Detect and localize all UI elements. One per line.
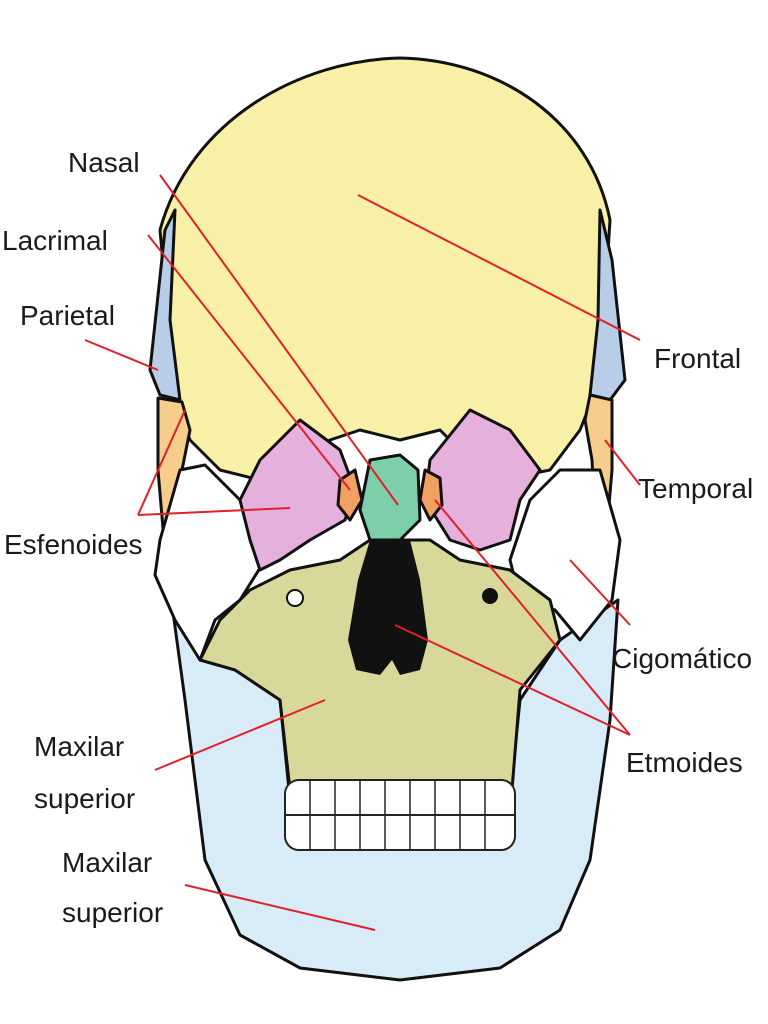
- label-temporal: Temporal: [638, 473, 753, 504]
- nasal-bone: [358, 453, 422, 542]
- leader-parietal: [84, 339, 159, 371]
- sphenoid-orbit-right: [423, 408, 542, 552]
- leader-etmoides-1: [434, 499, 631, 736]
- teeth: [284, 779, 516, 851]
- leader-nasal: [159, 174, 399, 506]
- lacrimal-bone-right: [418, 468, 444, 522]
- label-frontal: Frontal: [654, 343, 741, 374]
- sphenoid-orbit-left: [238, 418, 357, 572]
- leader-etmoides-2: [394, 624, 631, 736]
- leader-maxilar-superior-2: [184, 884, 376, 931]
- leader-esfenoides-1: [137, 409, 186, 516]
- label-cigomatico: Cigomático: [612, 643, 752, 674]
- leader-frontal: [357, 194, 641, 341]
- leader-lacrimal: [147, 234, 351, 491]
- leader-maxilar-superior-1: [154, 699, 326, 771]
- label-maxilar-superior-2-line1: Maxilar: [62, 847, 152, 878]
- infraorbital-foramen-left: [286, 589, 304, 607]
- leader-esfenoides-2: [137, 507, 291, 516]
- label-lacrimal: Lacrimal: [2, 225, 108, 256]
- label-nasal: Nasal: [68, 147, 140, 178]
- label-parietal: Parietal: [20, 300, 115, 331]
- parietal-bone-left: [148, 208, 182, 402]
- nasal-cavity: [348, 540, 428, 675]
- leader-cigomatico: [569, 559, 631, 626]
- infraorbital-foramen-right: [482, 588, 498, 604]
- label-maxilar-superior-2-line2: superior: [62, 897, 163, 928]
- label-maxilar-superior-1-line1: Maxilar: [34, 731, 124, 762]
- label-esfenoides: Esfenoides: [4, 529, 143, 560]
- label-etmoides: Etmoides: [626, 747, 743, 778]
- label-maxilar-superior-1-line2: superior: [34, 783, 135, 814]
- leader-temporal: [604, 439, 641, 486]
